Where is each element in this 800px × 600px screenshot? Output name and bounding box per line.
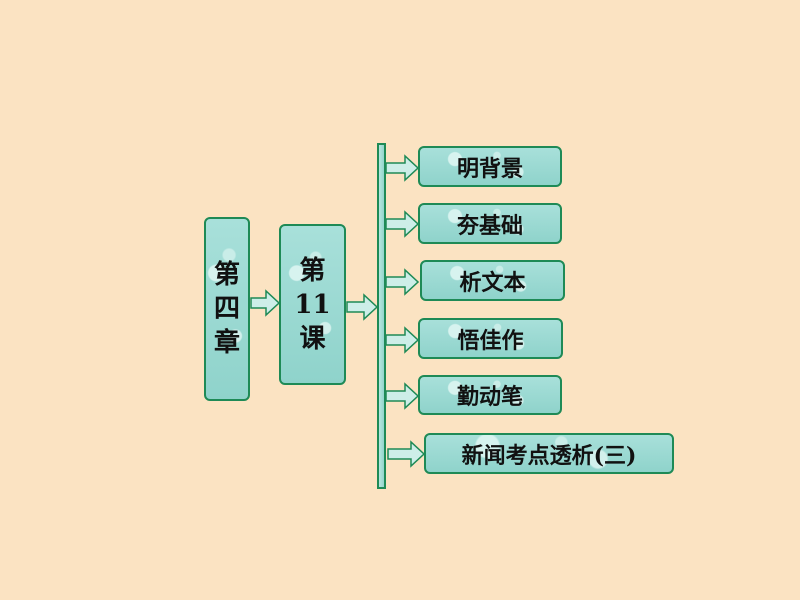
arrow-right-icon bbox=[385, 268, 419, 296]
menu-item-text-analysis[interactable]: 析文本 bbox=[420, 260, 565, 301]
chapter-box[interactable]: 第 四 章 bbox=[204, 217, 250, 401]
lesson-box[interactable]: 第 11 课 bbox=[279, 224, 346, 385]
chapter-char-2: 四 bbox=[213, 294, 240, 324]
chapter-char-1: 第 bbox=[213, 260, 240, 290]
arrow-right-icon bbox=[385, 210, 419, 238]
arrow-right-icon bbox=[250, 289, 280, 317]
menu-label: 明背景 bbox=[456, 155, 523, 182]
lesson-char-3: 课 bbox=[299, 323, 326, 354]
menu-item-background[interactable]: 明背景 bbox=[418, 146, 562, 187]
menu-item-news-analysis[interactable]: 新闻考点透析(三) bbox=[424, 433, 674, 474]
arrow-right-icon bbox=[385, 382, 419, 410]
menu-label: 析文本 bbox=[459, 269, 526, 296]
menu-item-appreciation[interactable]: 悟佳作 bbox=[418, 318, 563, 359]
arrow-right-icon bbox=[385, 154, 419, 182]
arrow-right-icon bbox=[346, 293, 378, 321]
menu-label: 新闻考点透析(三) bbox=[461, 442, 637, 469]
lesson-number: 11 bbox=[294, 289, 331, 320]
menu-label: 夯基础 bbox=[456, 212, 523, 239]
lesson-char-1: 第 bbox=[299, 255, 326, 286]
menu-label: 勤动笔 bbox=[456, 384, 523, 410]
menu-item-practice[interactable]: 勤动笔 bbox=[418, 375, 562, 415]
menu-item-foundation[interactable]: 夯基础 bbox=[418, 203, 562, 244]
branch-spine bbox=[377, 143, 386, 489]
arrow-right-icon bbox=[385, 326, 419, 354]
chapter-char-3: 章 bbox=[213, 328, 240, 358]
arrow-right-icon bbox=[387, 440, 425, 468]
menu-label: 悟佳作 bbox=[457, 327, 524, 354]
